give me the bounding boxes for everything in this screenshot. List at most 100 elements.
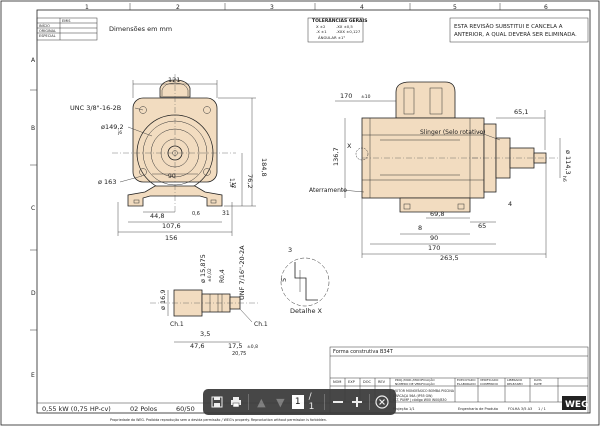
zoom-in-icon[interactable] bbox=[349, 393, 364, 411]
dim-16-9: ø 16,9 bbox=[159, 289, 167, 310]
page-total: / 1 bbox=[308, 392, 315, 412]
pdf-viewer-toolbar: ▲ ▼ 1 / 1 bbox=[203, 389, 396, 415]
grid-col-3: 3 bbox=[270, 4, 274, 11]
grid-row-d: D bbox=[31, 290, 36, 297]
grid-row-b: B bbox=[31, 125, 35, 132]
page-up-icon[interactable]: ▲ bbox=[257, 395, 266, 409]
grid-col-4: 4 bbox=[360, 4, 364, 11]
dim-r0-4: R0,4 bbox=[219, 269, 226, 283]
col-nom: NOM bbox=[333, 380, 341, 384]
footer-sheet: 1 / 1 bbox=[538, 407, 546, 411]
tolerance-title: TOLERÂNCIAS GERAIS bbox=[312, 17, 367, 24]
construction-form: Forma construtiva B34T bbox=[333, 349, 394, 355]
dim-107: 107,6 bbox=[162, 222, 181, 230]
grid-col-2: 2 bbox=[176, 4, 180, 11]
dim-170-top-tol: ±10 bbox=[361, 94, 371, 100]
detail-x-marker: X bbox=[347, 142, 352, 150]
dim-0-6: 0,6 bbox=[192, 211, 200, 217]
detail-x-view: 3 5 Detalhe X bbox=[280, 246, 330, 315]
sig-released: RELEASED bbox=[507, 382, 523, 386]
grid-column-labels: 1 2 3 4 5 6 bbox=[85, 3, 548, 11]
dim-15-tol: ±0,02 bbox=[207, 268, 213, 282]
chamfer-label-a: Ch.1 bbox=[170, 321, 184, 328]
dim-65: 65 bbox=[478, 222, 486, 230]
grid-col-6: 6 bbox=[544, 4, 548, 11]
grounding-label: Aterramento bbox=[309, 187, 347, 194]
sig-data: DATA bbox=[534, 378, 543, 382]
dim-90-side: 90 bbox=[430, 234, 438, 242]
row-label-inicio: INÍCIO bbox=[39, 23, 50, 28]
dim-90: 90 bbox=[168, 173, 176, 180]
weg-logo: WEG bbox=[565, 400, 588, 410]
desc-line-1: MOTOR MONOFÁSICO BOMBA PISCINA bbox=[393, 388, 455, 393]
dim-114: ø 114,3 bbox=[564, 150, 572, 175]
slinger-label: Slinger (Selo rotativo) bbox=[420, 129, 486, 136]
row-label-emis: EMIS bbox=[62, 19, 71, 23]
dim-47: 47,6 bbox=[190, 342, 204, 350]
units-note: Dimensões em mm bbox=[109, 25, 172, 33]
grid-col-1: 1 bbox=[85, 4, 89, 11]
page-down-icon[interactable]: ▼ bbox=[276, 395, 285, 409]
grid-row-c: C bbox=[31, 205, 35, 212]
dim-thread-unc: UNC 3/8"-16-2B bbox=[70, 104, 121, 112]
sig-date: DATE bbox=[534, 382, 542, 386]
dim-156: 156 bbox=[165, 234, 177, 242]
dim-170-top: 170 bbox=[340, 92, 352, 100]
page-number-input[interactable]: 1 bbox=[291, 395, 304, 409]
row-label-original: ORIGINAL bbox=[39, 29, 56, 33]
copyright-footer: Propriedade da WEG. Proibida reprodução … bbox=[110, 418, 327, 422]
dim-15: ø 15,875 bbox=[199, 254, 207, 283]
dim-149: ø149,2 bbox=[101, 123, 124, 131]
revision-note-line-2: ANTERIOR, A QUAL DEVERÁ SER ELIMINADA. bbox=[454, 31, 577, 38]
rating-poles: 02 Polos bbox=[130, 405, 158, 413]
detail-dim-3: 3 bbox=[288, 246, 292, 254]
mod-sub: NÚMERO DE VERIFICAÇÃO bbox=[395, 381, 435, 386]
dim-17-5-tol: ±0,8 bbox=[247, 344, 258, 350]
revision-note-line-1: ESTA REVISÃO SUBSTITUI E CANCELA A bbox=[454, 23, 563, 30]
zoom-out-icon[interactable] bbox=[330, 393, 345, 411]
sig-verificado: VERIFICADO bbox=[480, 378, 499, 382]
sig-liberado: LIBERADO bbox=[507, 378, 523, 382]
desc-line-3: ALT. PUMP | código W00 W00/B30 bbox=[393, 398, 446, 402]
footer-doc: FOLHA 3/5 A3 bbox=[508, 407, 532, 411]
dim-263: 263,5 bbox=[440, 254, 459, 262]
col-exp: EXP bbox=[348, 380, 355, 384]
unf-thread: UNF 7/16"-20-2A bbox=[238, 245, 246, 300]
dim-1-9: 1,9 bbox=[228, 178, 235, 188]
grid-row-labels: A B C D E bbox=[30, 57, 37, 379]
tol-1b: .XX ±0,5 bbox=[336, 24, 353, 29]
front-view: 121 UNC 3/8"-16-2B ø149,2 j6 ø 163 90 18… bbox=[70, 74, 268, 242]
dim-31: 31 bbox=[222, 210, 230, 217]
detail-label: Detalhe X bbox=[290, 307, 323, 315]
mod-header: PROJ./MOD./MODIFICAÇÃO bbox=[395, 377, 435, 382]
top-title-block: EMIS INÍCIO ORIGINAL ESPECIAL Dimensões … bbox=[36, 17, 589, 43]
col-rev: REV bbox=[378, 380, 386, 384]
footer-engineering: Engenharia de Produto bbox=[458, 407, 498, 411]
dim-184: 184,8 bbox=[260, 158, 268, 177]
sig-executado: EXECUTADO bbox=[457, 378, 476, 382]
dim-163: ø 163 bbox=[98, 178, 116, 186]
dim-8: 8 bbox=[418, 224, 422, 232]
tol-2a: .X ±1 bbox=[316, 29, 327, 34]
footer-projection: Projeção 1/1 bbox=[393, 407, 415, 411]
rating-power: 0,55 kW (0,75 HP-cv) bbox=[42, 405, 111, 413]
dim-17-5: 17,5 bbox=[228, 342, 242, 350]
dim-149-tol: j6 bbox=[117, 130, 122, 136]
tol-1a: X ±2 bbox=[316, 24, 326, 29]
dim-121: 121 bbox=[168, 76, 180, 84]
dim-76: 76,2 bbox=[246, 174, 254, 188]
grid-row-a: A bbox=[31, 57, 36, 64]
save-icon[interactable] bbox=[209, 393, 224, 411]
print-icon[interactable] bbox=[228, 393, 243, 411]
tol-2b: .XXX ±0,127 bbox=[336, 29, 361, 34]
grid-col-5: 5 bbox=[453, 4, 457, 11]
close-icon[interactable] bbox=[375, 393, 390, 411]
toolbar-separator bbox=[324, 394, 326, 410]
rating-frequency: 60/50 bbox=[176, 405, 195, 413]
col-doc: DOC bbox=[363, 380, 371, 384]
dim-114-tol: h6 bbox=[561, 176, 567, 182]
toolbar-separator bbox=[248, 394, 249, 410]
sig-elaborado: ELABORADO bbox=[457, 382, 476, 386]
dim-69: 69,8 bbox=[430, 210, 444, 218]
